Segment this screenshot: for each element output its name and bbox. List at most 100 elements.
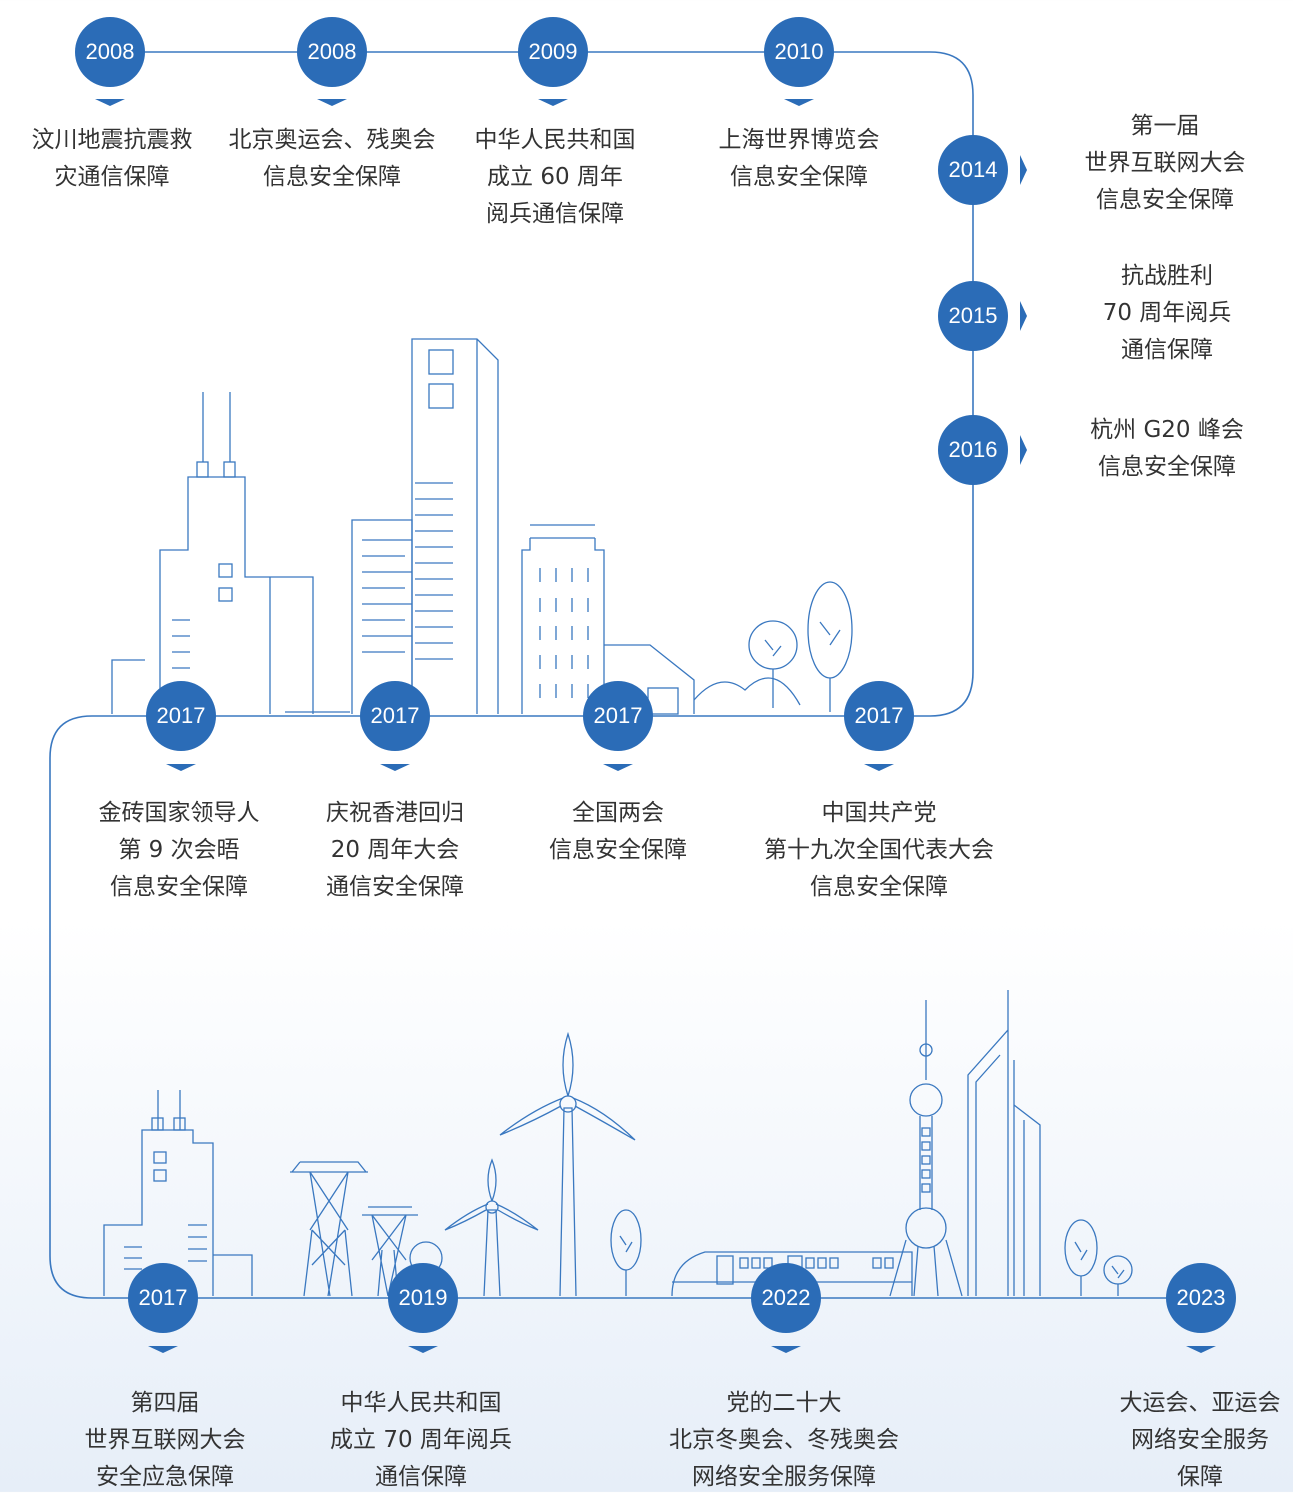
milestone-label-2009: 中华人民共和国 成立 60 周年 阅兵通信保障 [435, 122, 675, 233]
milestone-label-2016: 杭州 G20 峰会 信息安全保障 [1067, 412, 1267, 486]
year-node-2015[interactable]: 2015 [938, 281, 1008, 351]
year-node-2010[interactable]: 2010 [764, 17, 834, 87]
pointer-down-icon [603, 764, 633, 771]
label-line: 中华人民共和国 [474, 127, 636, 153]
milestone-label-2010: 上海世界博览会 信息安全保障 [679, 122, 919, 196]
year-node-2008-earthquake[interactable]: 2008 [75, 17, 145, 87]
label-line: 第十九次全国代表大会 [764, 837, 994, 863]
pointer-down-icon [317, 99, 347, 106]
label-line: 信息安全保障 [730, 164, 868, 190]
year-label: 2017 [593, 703, 643, 728]
year-node-2016[interactable]: 2016 [938, 415, 1008, 485]
label-line: 通信保障 [375, 1464, 467, 1490]
milestone-label-2015: 抗战胜利 70 周年阅兵 通信保障 [1067, 258, 1267, 369]
label-line: 灾通信保障 [54, 164, 170, 190]
label-line: 北京奥运会、残奥会 [228, 127, 436, 153]
pointer-down-icon [538, 99, 568, 106]
year-label: 2017 [370, 703, 420, 728]
label-line: 成立 70 周年阅兵 [330, 1427, 512, 1453]
milestone-label-2017-two-sessions: 全国两会 信息安全保障 [498, 795, 738, 869]
upper-skyline [111, 338, 853, 715]
pointer-down-icon [784, 99, 814, 106]
year-label: 2017 [854, 703, 904, 728]
label-line: 保障 [1177, 1464, 1223, 1490]
label-line: 信息安全保障 [1096, 187, 1234, 213]
milestone-label-2008-earthquake: 汶川地震抗震救 灾通信保障 [0, 122, 232, 196]
label-line: 庆祝香港回归 [326, 800, 464, 826]
year-node-2017-hongkong[interactable]: 2017 [360, 681, 430, 751]
label-line: 20 周年大会 [330, 837, 460, 863]
label-line: 网络安全服务 [1131, 1427, 1269, 1453]
year-label: 2017 [156, 703, 206, 728]
label-line: 世界互联网大会 [84, 1427, 246, 1453]
pointer-down-icon [1186, 1346, 1216, 1353]
year-node-2023[interactable]: 2023 [1166, 1263, 1236, 1333]
pointer-down-icon [95, 99, 125, 106]
milestone-label-2022: 党的二十大 北京冬奥会、冬残奥会 网络安全服务保障 [664, 1385, 904, 1496]
label-line: 杭州 G20 峰会 [1090, 417, 1244, 443]
year-node-2017-brics[interactable]: 2017 [146, 681, 216, 751]
year-node-2019[interactable]: 2019 [388, 1263, 458, 1333]
year-node-2014[interactable]: 2014 [938, 135, 1008, 205]
year-node-2022[interactable]: 2022 [751, 1263, 821, 1333]
pointer-right-icon [1020, 155, 1027, 185]
label-line: 70 周年阅兵 [1102, 300, 1232, 326]
pointer-down-icon [408, 1346, 438, 1353]
label-line: 通信保障 [1121, 337, 1213, 363]
milestone-label-2019: 中华人民共和国 成立 70 周年阅兵 通信保障 [301, 1385, 541, 1496]
year-label: 2008 [85, 39, 135, 64]
pointer-down-icon [148, 1346, 178, 1353]
pointer-down-icon [166, 764, 196, 771]
timeline-path [49, 51, 1215, 1299]
label-line: 上海世界博览会 [718, 127, 880, 153]
label-line: 网络安全服务保障 [692, 1464, 876, 1490]
year-node-2017-internet-conference[interactable]: 2017 [128, 1263, 198, 1333]
milestone-label-2017-congress: 中国共产党 第十九次全国代表大会 信息安全保障 [759, 795, 999, 906]
label-line: 北京冬奥会、冬残奥会 [669, 1427, 899, 1453]
label-line: 中国共产党 [821, 800, 937, 826]
label-line: 信息安全保障 [549, 837, 687, 863]
label-line: 信息安全保障 [110, 874, 248, 900]
year-label: 2014 [948, 157, 998, 182]
label-line: 大运会、亚运会 [1119, 1390, 1281, 1416]
year-label: 2015 [948, 303, 998, 328]
milestone-label-2014: 第一届 世界互联网大会 信息安全保障 [1065, 108, 1265, 219]
year-label: 2010 [774, 39, 824, 64]
pointer-right-icon [1020, 435, 1027, 465]
year-node-2008-olympics[interactable]: 2008 [297, 17, 367, 87]
milestone-label-2017-brics: 金砖国家领导人 第 9 次会晤 信息安全保障 [59, 795, 299, 906]
pointer-down-icon [771, 1346, 801, 1353]
year-label: 2023 [1176, 1285, 1226, 1310]
year-node-2017-two-sessions[interactable]: 2017 [583, 681, 653, 751]
milestone-label-2008-olympics: 北京奥运会、残奥会 信息安全保障 [212, 122, 452, 196]
pointer-down-icon [380, 764, 410, 771]
label-line: 成立 60 周年 [487, 164, 623, 190]
year-node-2009[interactable]: 2009 [518, 17, 588, 87]
label-line: 中华人民共和国 [340, 1390, 502, 1416]
label-line: 金砖国家领导人 [98, 800, 260, 826]
label-line: 信息安全保障 [810, 874, 948, 900]
pointer-right-icon [1020, 301, 1027, 331]
year-node-2017-congress[interactable]: 2017 [844, 681, 914, 751]
year-label: 2022 [761, 1285, 811, 1310]
label-line: 全国两会 [572, 800, 664, 826]
lower-skyline [103, 990, 1133, 1297]
label-line: 世界互联网大会 [1084, 150, 1246, 176]
year-label: 2008 [307, 39, 357, 64]
year-label: 2016 [948, 437, 998, 462]
label-line: 通信安全保障 [326, 874, 464, 900]
year-label: 2019 [398, 1285, 448, 1310]
label-line: 信息安全保障 [1098, 454, 1236, 480]
label-line: 阅兵通信保障 [486, 201, 624, 227]
milestone-label-2023: 大运会、亚运会 网络安全服务 保障 [1110, 1385, 1290, 1496]
milestone-label-2017-hongkong: 庆祝香港回归 20 周年大会 通信安全保障 [275, 795, 515, 906]
pointer-down-icon [864, 764, 894, 771]
label-line: 第四届 [130, 1390, 200, 1416]
milestone-label-2017-internet-conference: 第四届 世界互联网大会 安全应急保障 [45, 1385, 285, 1496]
label-line: 信息安全保障 [263, 164, 401, 190]
year-label: 2017 [138, 1285, 188, 1310]
label-line: 第 9 次会晤 [118, 837, 240, 863]
label-line: 汶川地震抗震救 [31, 127, 193, 153]
label-line: 第一届 [1130, 113, 1200, 139]
